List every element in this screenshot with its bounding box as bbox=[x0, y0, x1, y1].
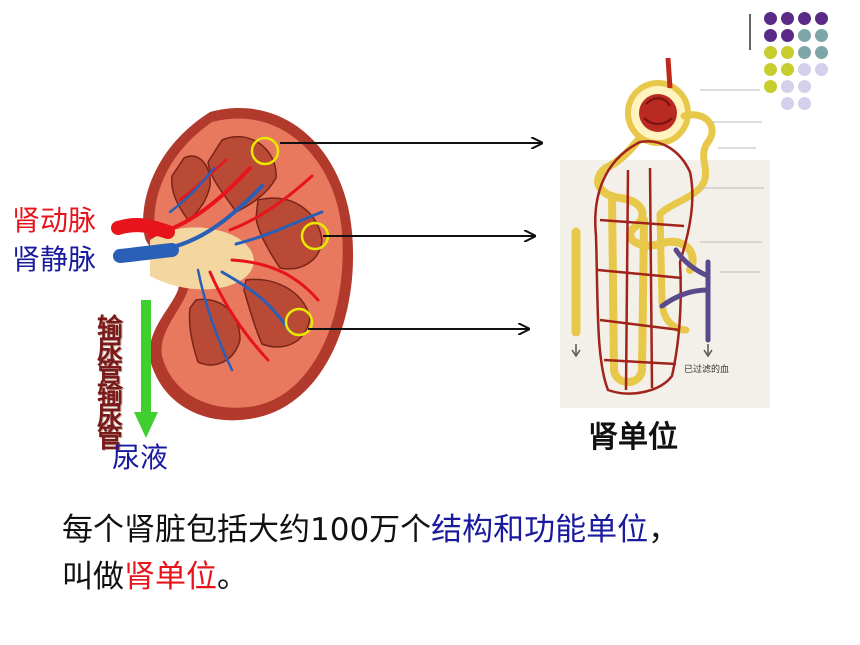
caption-highlight-nephron: 肾单位 bbox=[124, 559, 217, 595]
decorative-dot bbox=[815, 46, 828, 59]
blood-outflow-arrow bbox=[703, 344, 713, 358]
nephron-marker-circle bbox=[284, 307, 314, 337]
decorative-dot bbox=[764, 80, 777, 93]
ureter-arrow bbox=[134, 300, 158, 438]
caption-text: 每个肾脏包括大约100万个 bbox=[62, 512, 432, 548]
filtered-blood-label: 已过滤的血 bbox=[684, 365, 730, 375]
nephron-leader-lines bbox=[700, 89, 764, 273]
caption-text: 。 bbox=[217, 559, 248, 595]
decorative-dot bbox=[815, 63, 828, 76]
glomerulus bbox=[625, 57, 691, 146]
decorative-dot bbox=[764, 46, 777, 59]
renal-vein-trunk bbox=[113, 243, 179, 263]
decorative-dot bbox=[798, 29, 811, 42]
caption-highlight-structure-function: 结构和功能单位 bbox=[431, 512, 649, 548]
decorative-dot bbox=[781, 63, 794, 76]
decorative-dot bbox=[764, 12, 777, 25]
decorative-dot bbox=[798, 46, 811, 59]
nephron-marker-circle bbox=[250, 136, 280, 166]
urine-outflow-arrow bbox=[571, 344, 581, 358]
renal-artery-label: 肾动脉 bbox=[12, 204, 97, 237]
collecting-vein bbox=[659, 247, 711, 343]
decorative-dot bbox=[781, 46, 794, 59]
decorative-dot bbox=[781, 12, 794, 25]
nephron-illustration bbox=[560, 57, 770, 408]
decorative-dot bbox=[798, 63, 811, 76]
decorative-dot bbox=[815, 29, 828, 42]
caption-line-1: 每个肾脏包括大约100万个结构和功能单位， bbox=[62, 504, 679, 549]
kidney-illustration bbox=[111, 108, 354, 421]
decorative-dot bbox=[815, 12, 828, 25]
caption-text: ， bbox=[648, 512, 680, 548]
urine-label: 尿液 bbox=[112, 441, 169, 474]
nephron-label: 肾单位 bbox=[588, 420, 678, 455]
corner-divider-line bbox=[749, 14, 751, 50]
decorative-dot bbox=[798, 12, 811, 25]
decorative-dot bbox=[781, 80, 794, 93]
ureter-label: 输尿管输尿管 bbox=[96, 314, 123, 454]
decorative-dot bbox=[781, 97, 794, 110]
caption-line-2: 叫做肾单位。 bbox=[62, 551, 248, 596]
renal-artery-trunk bbox=[111, 218, 175, 239]
peritubular-capillaries bbox=[594, 140, 694, 395]
caption-text: 叫做 bbox=[62, 559, 124, 595]
decorative-dot bbox=[764, 29, 777, 42]
decorative-dot bbox=[781, 29, 794, 42]
renal-vein-label: 肾静脉 bbox=[12, 243, 97, 276]
renal-pyramids bbox=[170, 135, 323, 366]
decorative-dot bbox=[764, 63, 777, 76]
decorative-dot bbox=[798, 80, 811, 93]
decorative-dot bbox=[798, 97, 811, 110]
